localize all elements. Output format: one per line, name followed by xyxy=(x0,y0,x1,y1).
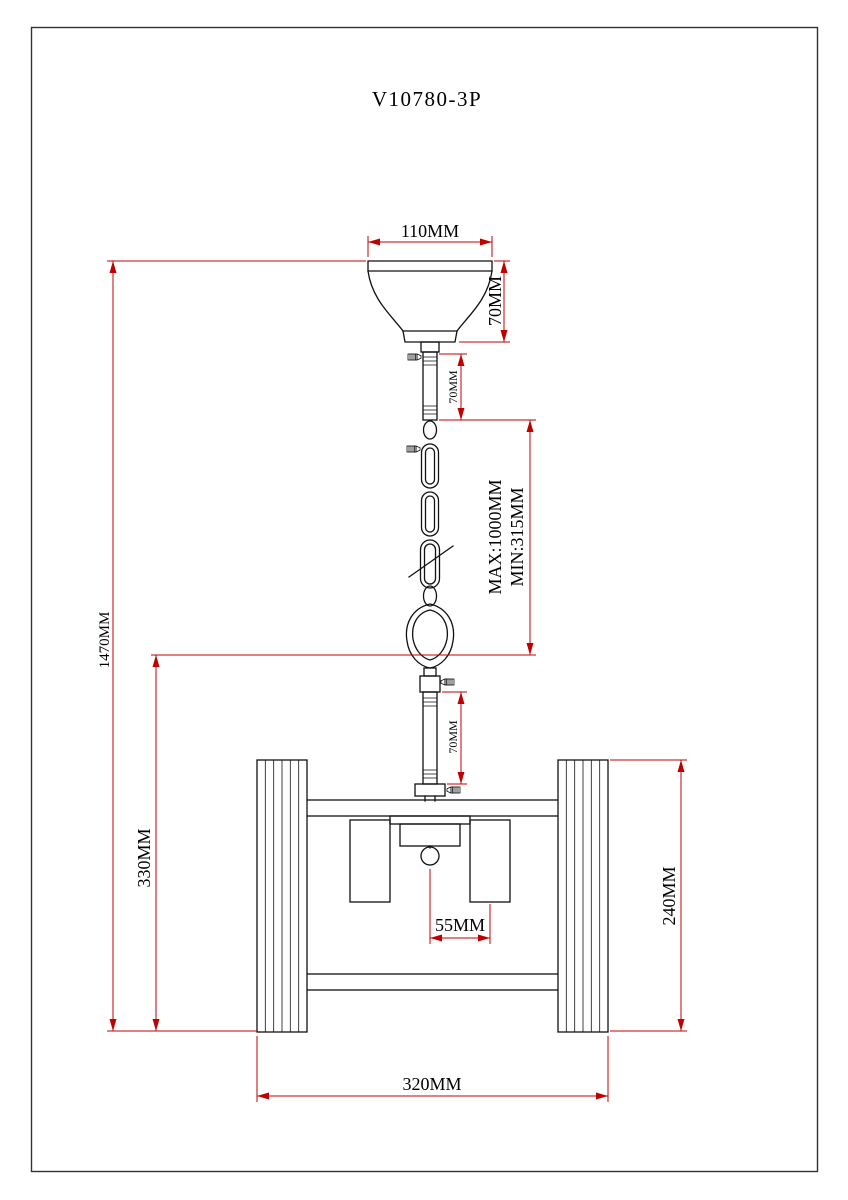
suspension-chain xyxy=(408,420,454,607)
lower-rod-label: 70MM xyxy=(446,720,460,754)
upper-rod xyxy=(422,351,438,421)
shade-left xyxy=(349,819,391,903)
frame-height-label: 240MM xyxy=(659,866,679,925)
canopy-height-label: 70MM xyxy=(485,276,505,326)
canopy-width-label: 110MM xyxy=(401,221,459,241)
frame-bottom-bar xyxy=(282,973,583,991)
suspension-max-label: MAX:1000MM xyxy=(485,479,505,594)
frame-top-bar xyxy=(282,799,583,817)
dimension-labels: 110MM 70MM 70MM MAX:1000MM MIN:315MM 147… xyxy=(97,221,679,1094)
body-drop-label: 330MM xyxy=(134,828,154,887)
set-screw-icon xyxy=(406,445,421,453)
right-column xyxy=(557,759,609,1033)
set-screw-icon xyxy=(446,786,461,794)
set-screw-icon xyxy=(407,353,422,361)
ceiling-canopy xyxy=(367,260,493,353)
dimension-lines xyxy=(107,236,687,1102)
set-screw-icon xyxy=(440,678,455,686)
shade-offset-label: 55MM xyxy=(435,915,485,935)
snap-hook xyxy=(405,603,455,677)
ball-finial xyxy=(420,845,440,866)
drawing-border xyxy=(30,26,819,1173)
frame-width-label: 320MM xyxy=(402,1074,461,1094)
lower-rod xyxy=(414,675,446,802)
overall-height-label: 1470MM xyxy=(97,612,113,669)
suspension-min-label: MIN:315MM xyxy=(507,487,527,586)
shade-right xyxy=(469,819,511,903)
left-column xyxy=(256,759,308,1033)
lamp-drawing xyxy=(256,260,609,1033)
center-hub xyxy=(389,815,471,847)
drawing-title: V10780-3P xyxy=(372,87,482,111)
upper-rod-label: 70MM xyxy=(446,370,460,404)
